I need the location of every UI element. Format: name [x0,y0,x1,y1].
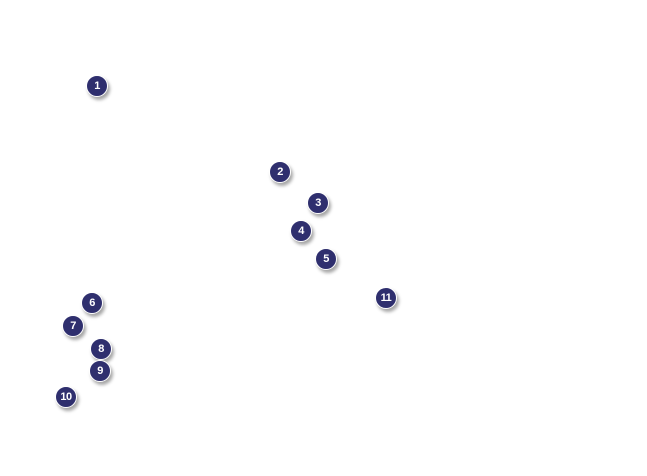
marker-label: 7 [70,319,76,332]
marker-label: 4 [298,224,304,237]
marker-label: 3 [315,196,321,209]
marker-2[interactable]: 2 [269,161,291,183]
marker-1[interactable]: 1 [86,75,108,97]
marker-5[interactable]: 5 [315,248,337,270]
marker-4[interactable]: 4 [290,220,312,242]
marker-9[interactable]: 9 [89,360,111,382]
marker-11[interactable]: 11 [375,287,397,309]
marker-10[interactable]: 10 [55,386,77,408]
marker-label: 9 [97,364,103,377]
marker-label: 10 [60,390,72,403]
marker-label: 11 [380,291,392,304]
marker-label: 2 [277,165,283,178]
marker-7[interactable]: 7 [62,315,84,337]
marker-label: 5 [323,252,329,265]
marker-label: 1 [94,79,100,92]
marker-label: 8 [98,342,104,355]
marker-8[interactable]: 8 [90,338,112,360]
marker-label: 6 [89,296,95,309]
marker-6[interactable]: 6 [81,292,103,314]
marker-3[interactable]: 3 [307,192,329,214]
